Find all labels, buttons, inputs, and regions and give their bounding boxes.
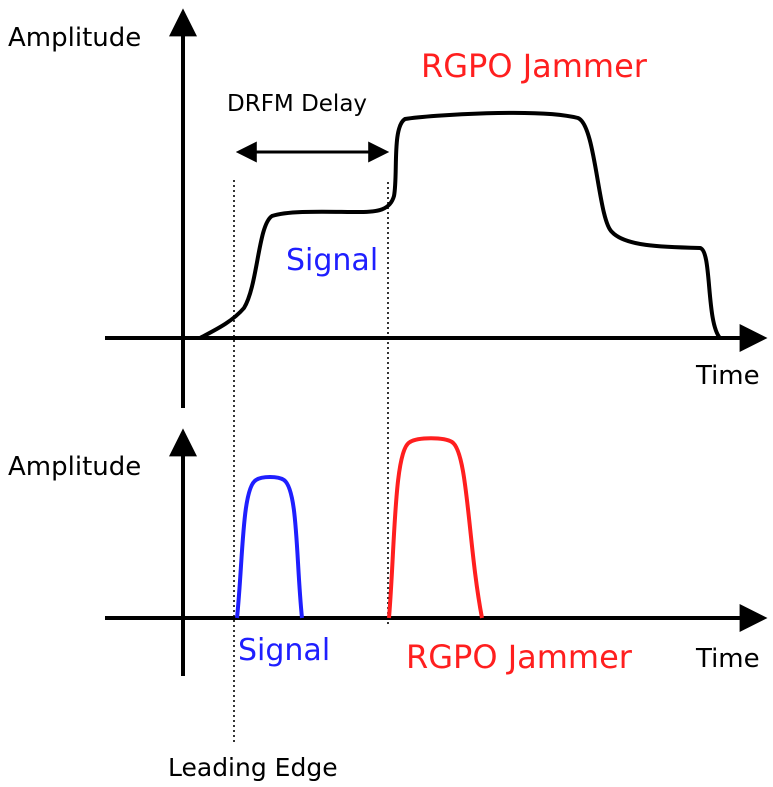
- top-y-axis-label: Amplitude: [8, 23, 141, 53]
- bottom-panel: Amplitude Time Signal RGPO Jammer: [8, 428, 768, 676]
- jammer-pulse: [387, 436, 484, 619]
- bottom-x-axis-label: Time: [695, 644, 760, 674]
- bottom-signal-label: Signal: [238, 633, 330, 668]
- drfm-delay-label: DRFM Delay: [227, 91, 367, 117]
- top-signal-label: Signal: [286, 243, 378, 278]
- top-x-axis-label: Time: [695, 361, 760, 391]
- top-panel: Amplitude Time DRFM Delay RGPO Jammer Si…: [8, 8, 768, 408]
- signal-pulse: [235, 475, 304, 619]
- leading-edge-label: Leading Edge: [168, 753, 338, 782]
- composite-waveform: [199, 110, 722, 340]
- top-jammer-label: RGPO Jammer: [421, 47, 648, 85]
- bottom-jammer-label: RGPO Jammer: [406, 638, 633, 676]
- bottom-y-axis-label: Amplitude: [8, 452, 141, 482]
